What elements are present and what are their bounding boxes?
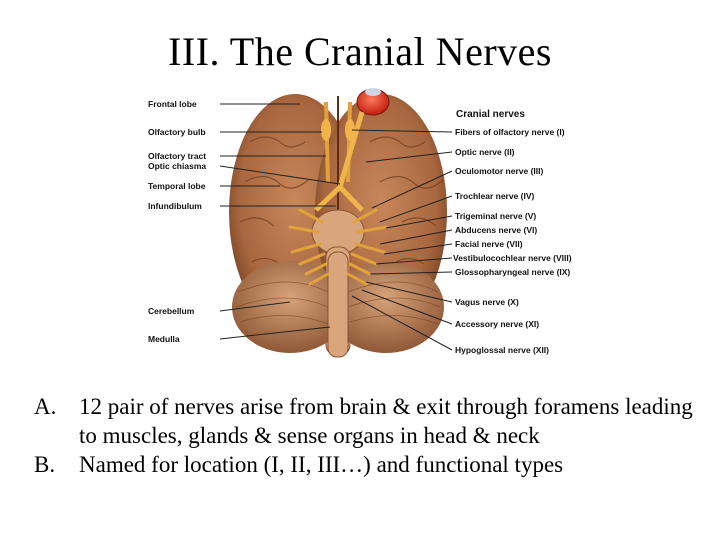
bullet-marker: B. [34,452,56,477]
label-nerve-viii: Vestibulocochlear nerve (VIII) [453,253,572,263]
bullet-list: A. 12 pair of nerves arise from brain & … [34,392,704,479]
label-temporal-lobe: Temporal lobe [148,181,206,191]
label-nerve-iv: Trochlear nerve (IV) [455,191,535,201]
label-nerve-ii: Optic nerve (II) [455,147,515,157]
label-cranial-nerves-header: Cranial nerves [456,109,525,120]
label-frontal-lobe: Frontal lobe [148,99,197,109]
label-nerve-x: Vagus nerve (X) [455,297,519,307]
label-nerve-vi: Abducens nerve (VI) [455,225,538,235]
cerebellum-left-shape [232,261,348,353]
label-cerebellum: Cerebellum [148,306,195,316]
label-medulla: Medulla [148,334,180,344]
label-nerve-xii: Hypoglossal nerve (XII) [455,345,549,355]
label-nerve-xi: Accessory nerve (XI) [455,319,540,329]
brain-inferior-view-figure: Frontal lobe Olfactory bulb Olfactory tr… [140,82,580,362]
label-nerve-v: Trigeminal nerve (V) [455,211,537,221]
brain-illustration [219,88,453,358]
label-nerve-vii: Facial nerve (VII) [455,239,523,249]
bullet-marker: A. [34,394,57,419]
bullet-text: Named for location (I, II, III…) and fun… [79,452,564,477]
label-optic-chiasma: Optic chiasma [148,161,207,171]
label-nerve-iii: Oculomotor nerve (III) [455,166,544,176]
label-nerve-ix: Glossopharyngeal nerve (IX) [455,267,571,277]
slide-title: III. The Cranial Nerves [168,29,552,74]
bullet-text: 12 pair of nerves arise from brain & exi… [79,394,693,448]
bullet-item: A. 12 pair of nerves arise from brain & … [34,392,704,450]
label-olfactory-tract: Olfactory tract [148,151,207,161]
label-nerve-i: Fibers of olfactory nerve (I) [455,127,565,137]
bullet-item: B. Named for location (I, II, III…) and … [34,450,704,479]
label-olfactory-bulb: Olfactory bulb [148,127,206,137]
label-infundibulum: Infundibulum [148,201,202,211]
